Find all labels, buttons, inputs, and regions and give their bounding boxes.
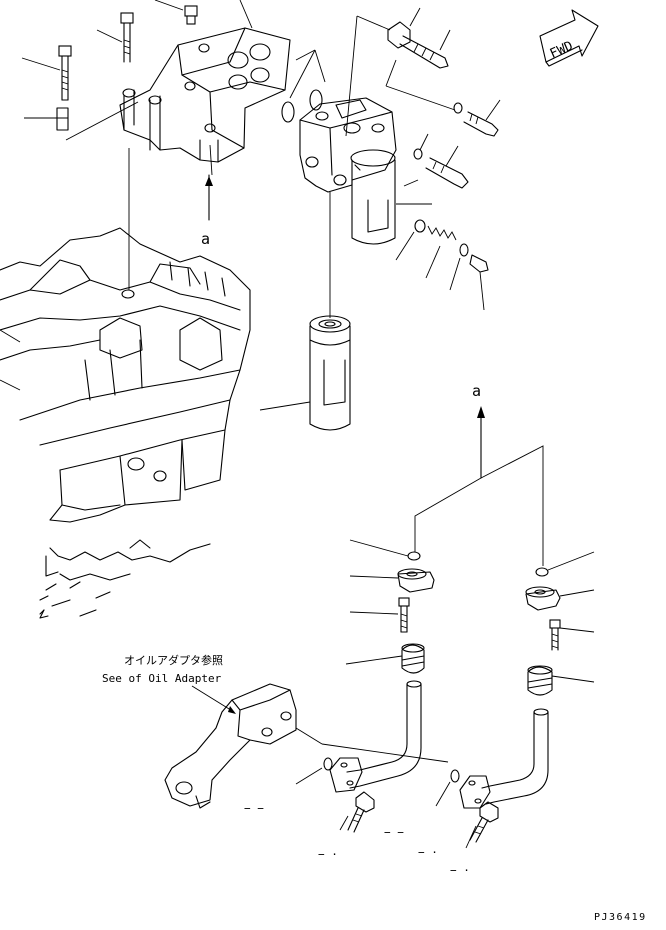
note-japanese: オイルアダプタ参照 [124,653,223,667]
oil-adapter [164,683,449,809]
fwd-label: FWD [548,39,576,62]
tube-flange-right [459,775,491,809]
bolt-top-left-1 [58,45,72,101]
oring-lower-left [295,757,333,785]
tube-flange-left [329,757,363,793]
view-arrow-top: a [201,144,213,248]
bolt-lower-left [339,791,375,833]
clip-left [56,107,69,131]
fitting-top [184,5,198,25]
oring-right [535,551,595,577]
flange-left [349,568,435,593]
dash-mark-3: − · [318,848,338,861]
bolt-vertical-left [349,597,410,633]
mounting-bracket [119,27,291,163]
dash-mark-5: − · [450,864,470,877]
bolt-vertical-right [549,619,595,651]
bolt-right-middle [413,133,469,189]
clamp-left [345,643,425,674]
oring-lower-right [435,769,460,807]
filter-cartridge-spare [259,192,351,431]
dash-mark-1: − − [244,802,264,815]
filter-cartridge-mounted [350,149,396,245]
tube-right [481,708,549,805]
note-leader-arrow [228,706,236,714]
dash-mark-4: − · [418,846,438,859]
gaskets [281,49,326,123]
drawing-number: PJ36419 [594,912,647,923]
bolt-right-upper [453,99,501,137]
view-marker-bottom: a [472,382,481,400]
bolt-top-left-2 [120,12,134,63]
bolt-lower-right [465,801,499,849]
valve-spring-set [395,179,489,311]
clamp-right [527,665,595,696]
flange-right [525,586,595,611]
dash-mark-2: − − [384,826,404,839]
note-leader [191,685,235,713]
note-english: See of Oil Adapter [102,672,222,685]
leader-lines-top-left [21,0,253,141]
bracket-clamp-top-right [345,7,456,137]
fwd-arrow-icon: FWD [539,9,599,67]
view-marker-top: a [201,230,210,248]
engine-lower-fragment [39,539,211,619]
engine-block [0,148,251,523]
view-arrow-bottom: a [414,382,544,566]
tube-left [346,680,422,789]
oring-left [349,539,421,561]
